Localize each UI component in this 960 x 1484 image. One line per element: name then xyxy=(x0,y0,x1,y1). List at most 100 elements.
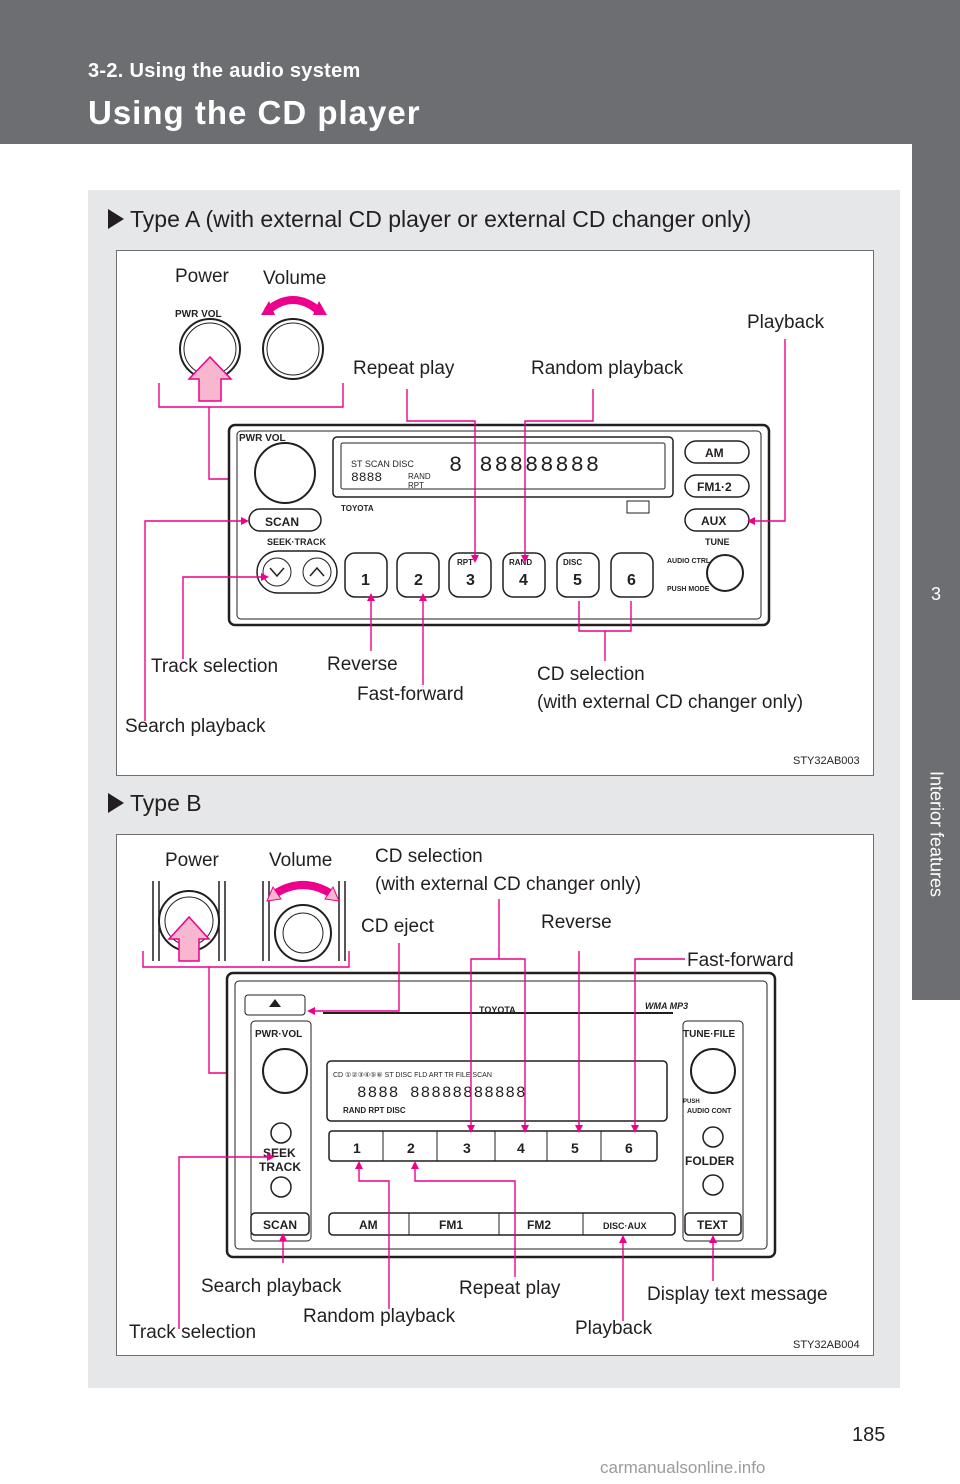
svg-text:TUNE·FILE: TUNE·FILE xyxy=(683,1029,736,1040)
eject-icon xyxy=(269,999,281,1007)
folder-up-button-b[interactable] xyxy=(702,1126,724,1148)
label-volume-b: Volume xyxy=(269,850,333,871)
type-b-heading: Type B xyxy=(108,790,202,817)
svg-text:1: 1 xyxy=(361,572,370,589)
type-a-illustration: PWR VOL 8 88888888 ST SCAN DISC 8888 RAN… xyxy=(144,296,786,721)
volume-knob-closeup xyxy=(261,296,327,380)
svg-text:DISC: DISC xyxy=(563,558,582,567)
svg-text:PUSH MODE: PUSH MODE xyxy=(667,586,710,593)
preset-4-button-a[interactable] xyxy=(502,552,546,598)
svg-text:AUX: AUX xyxy=(701,514,726,528)
fm2-button-b[interactable]: FM2 xyxy=(527,1218,551,1232)
label-playback-a: Playback xyxy=(747,312,825,333)
label-power-a: Power xyxy=(175,266,229,287)
label-cd-selection-b: CD selection xyxy=(375,846,483,867)
svg-text:SCAN: SCAN xyxy=(263,1218,297,1232)
label-cd-selection-a: CD selection xyxy=(537,664,645,685)
power-volume-knob-a[interactable] xyxy=(254,442,316,504)
label-repeat-play-b: Repeat play xyxy=(459,1278,561,1299)
figure-code-a: STY32AB003 xyxy=(793,755,860,767)
preset-2-button-a[interactable] xyxy=(396,552,440,598)
type-a-head-unit: 8 88888888 ST SCAN DISC 8888 RAND RPT TO… xyxy=(227,423,771,627)
page-header: 3-2. Using the audio system Using the CD… xyxy=(0,0,960,144)
preset-5-b[interactable]: 5 xyxy=(571,1140,579,1156)
fm1-button-b[interactable]: FM1 xyxy=(439,1218,463,1232)
toyota-logo-b: TOYOTA xyxy=(479,1005,516,1015)
svg-text:6: 6 xyxy=(627,572,636,589)
svg-text:CD ①②③④⑤⑥ ST DISC FLD: CD ①②③④⑤⑥ ST DISC FLD ART TR FILE SCAN xyxy=(333,1071,492,1079)
seek-down-button-b[interactable] xyxy=(270,1176,292,1198)
preset-1-button-a[interactable] xyxy=(344,552,388,598)
svg-text:AM: AM xyxy=(705,446,724,460)
triangle-bullet-icon xyxy=(108,209,124,229)
preset-3-button-a[interactable] xyxy=(448,552,492,598)
svg-text:RAND RPT DISC: RAND RPT DISC xyxy=(343,1106,406,1115)
label-random-playback-a: Random playback xyxy=(531,358,684,379)
label-track-selection-b: Track selection xyxy=(129,1322,257,1343)
scan-button-b[interactable] xyxy=(250,1212,310,1236)
tune-knob-a[interactable] xyxy=(706,554,744,592)
label-cd-selection-note-b: (with external CD changer only) xyxy=(375,874,642,895)
label-display-text-b: Display text message xyxy=(647,1284,828,1305)
label-search-playback-a: Search playback xyxy=(125,716,266,737)
label-search-playback-b: Search playback xyxy=(201,1276,342,1297)
power-knob-closeup-b xyxy=(152,881,226,962)
svg-text:RAND: RAND xyxy=(509,558,532,567)
section-title: 3-2. Using the audio system xyxy=(88,60,361,82)
scan-button-a[interactable] xyxy=(248,508,322,532)
svg-text:2: 2 xyxy=(414,572,423,589)
svg-text:4: 4 xyxy=(519,572,528,589)
preset-4-b[interactable]: 4 xyxy=(517,1140,525,1156)
preset-1-b[interactable]: 1 xyxy=(353,1140,361,1156)
type-b-figure: TOYOTA WMA MP3 PWR·VOL SEEK TRACK TUNE·F… xyxy=(116,834,874,1356)
svg-text:RPT: RPT xyxy=(408,481,424,490)
svg-text:PUSH: PUSH xyxy=(683,1099,700,1105)
label-track-selection-a: Track selection xyxy=(151,656,279,677)
svg-text:ST SCAN DISC: ST SCAN DISC xyxy=(351,459,414,469)
fm-button-a[interactable] xyxy=(684,474,750,498)
svg-text:TUNE: TUNE xyxy=(705,537,730,547)
label-fast-forward-a: Fast-forward xyxy=(357,684,464,705)
am-button-b[interactable]: AM xyxy=(359,1218,378,1232)
preset-5-button-a[interactable] xyxy=(556,552,600,598)
svg-text:RPT: RPT xyxy=(457,558,473,567)
watermark: carmanualsonline.info xyxy=(600,1458,766,1477)
svg-text:WMA MP3: WMA MP3 xyxy=(645,1001,688,1011)
preset-6-button-a[interactable] xyxy=(610,552,654,598)
disc-aux-button-b[interactable]: DISC·AUX xyxy=(603,1221,647,1231)
page-number: 185 xyxy=(852,1424,886,1446)
svg-text:RAND: RAND xyxy=(408,472,431,481)
svg-text:AUDIO CTRL: AUDIO CTRL xyxy=(667,558,711,565)
svg-text:TEXT: TEXT xyxy=(697,1218,728,1232)
label-reverse-a: Reverse xyxy=(327,654,398,675)
chapter-number: 3 xyxy=(930,584,941,604)
page-title: Using the CD player xyxy=(88,94,421,131)
svg-text:SCAN: SCAN xyxy=(265,515,299,529)
am-button-a[interactable] xyxy=(684,440,750,464)
preset-3-b[interactable]: 3 xyxy=(463,1140,471,1156)
seek-up-button-b[interactable] xyxy=(270,1122,292,1144)
preset-2-b[interactable]: 2 xyxy=(407,1140,415,1156)
label-cd-selection-note-a: (with external CD changer only) xyxy=(537,692,804,713)
label-reverse-b: Reverse xyxy=(541,912,612,933)
svg-text:AUDIO CONT: AUDIO CONT xyxy=(687,1108,732,1115)
preset-bar-b xyxy=(328,1130,658,1162)
svg-text:TRACK: TRACK xyxy=(259,1160,301,1174)
svg-text:PWR VOL: PWR VOL xyxy=(175,309,222,320)
svg-text:8 88888888: 8 88888888 xyxy=(449,453,601,478)
power-volume-knob-b[interactable] xyxy=(262,1048,308,1094)
svg-text:8888 88888888888: 8888 88888888888 xyxy=(357,1084,527,1102)
tune-file-knob-b[interactable] xyxy=(690,1048,736,1094)
type-b-illustration: TOYOTA WMA MP3 PWR·VOL SEEK TRACK TUNE·F… xyxy=(142,881,777,1329)
type-a-heading: Type A (with external CD player or exter… xyxy=(108,206,751,233)
svg-text:FM1·2: FM1·2 xyxy=(697,480,732,494)
svg-text:SEEK·TRACK: SEEK·TRACK xyxy=(267,537,327,547)
svg-text:5: 5 xyxy=(573,572,582,589)
figure-code-b: STY32AB004 xyxy=(793,1339,860,1351)
label-volume-a: Volume xyxy=(263,268,327,289)
preset-6-b[interactable]: 6 xyxy=(625,1140,633,1156)
label-cd-eject-b: CD eject xyxy=(361,916,434,937)
volume-knob-closeup-b xyxy=(262,881,346,962)
svg-text:FOLDER: FOLDER xyxy=(685,1154,735,1168)
folder-down-button-b[interactable] xyxy=(702,1174,724,1196)
